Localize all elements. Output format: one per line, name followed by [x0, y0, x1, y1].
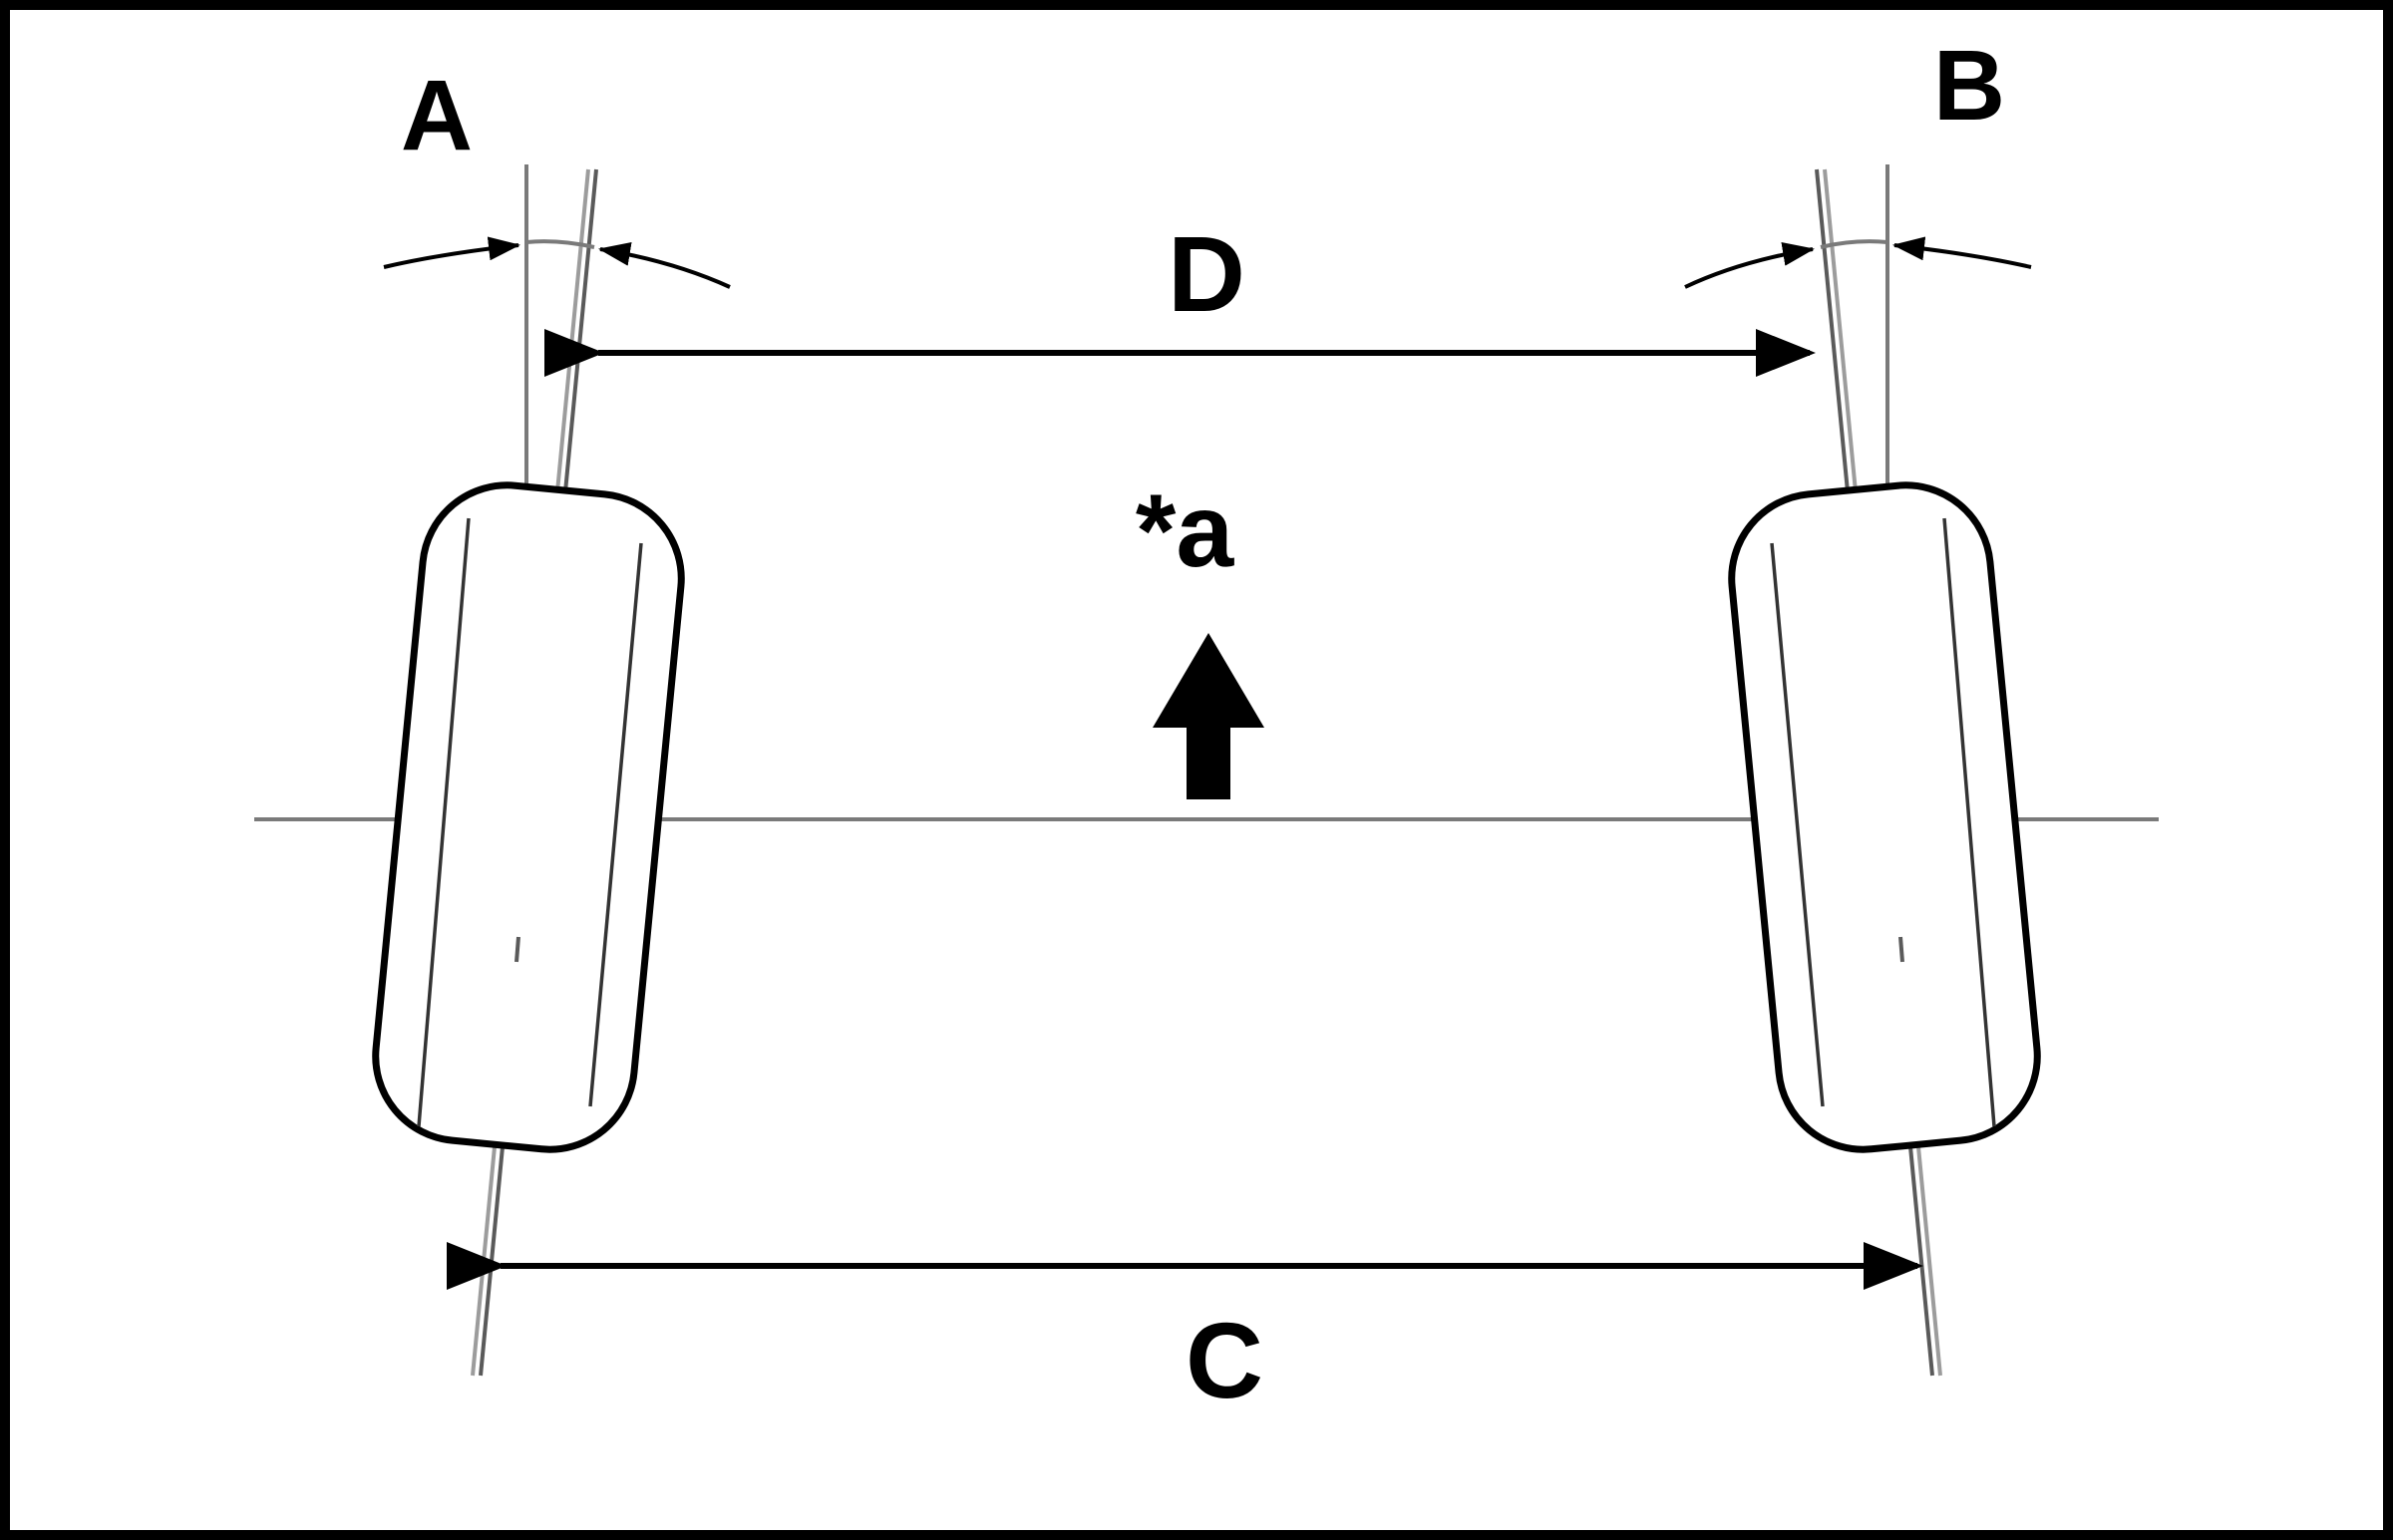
- right-tire: [1728, 481, 2041, 1153]
- label-front: *a: [1136, 473, 1234, 589]
- right-toe-arc-top: [1820, 239, 1888, 249]
- right-wheel: [1684, 164, 2041, 1377]
- label-a: A: [401, 60, 473, 171]
- right-center-dash: [1898, 936, 1904, 963]
- arrow-up-icon: [1153, 633, 1264, 799]
- label-d: D: [1168, 213, 1245, 334]
- left-tread-inner: [417, 517, 471, 1127]
- left-tire: [372, 481, 685, 1153]
- label-c: C: [1186, 1300, 1263, 1420]
- right-toe-arc-right: [1892, 236, 2032, 269]
- left-wheel: [372, 164, 731, 1377]
- left-toe-arc-right: [598, 242, 731, 289]
- right-tread-outer: [1770, 542, 1825, 1107]
- right-toe-arc-left: [1684, 242, 1815, 289]
- left-tread-outer: [588, 542, 643, 1107]
- left-center-dash: [514, 936, 520, 963]
- left-toe-arc-left: [383, 236, 520, 269]
- right-tread-inner: [1942, 517, 1996, 1127]
- left-toe-arc-top: [525, 239, 595, 249]
- label-b: B: [1933, 30, 2005, 142]
